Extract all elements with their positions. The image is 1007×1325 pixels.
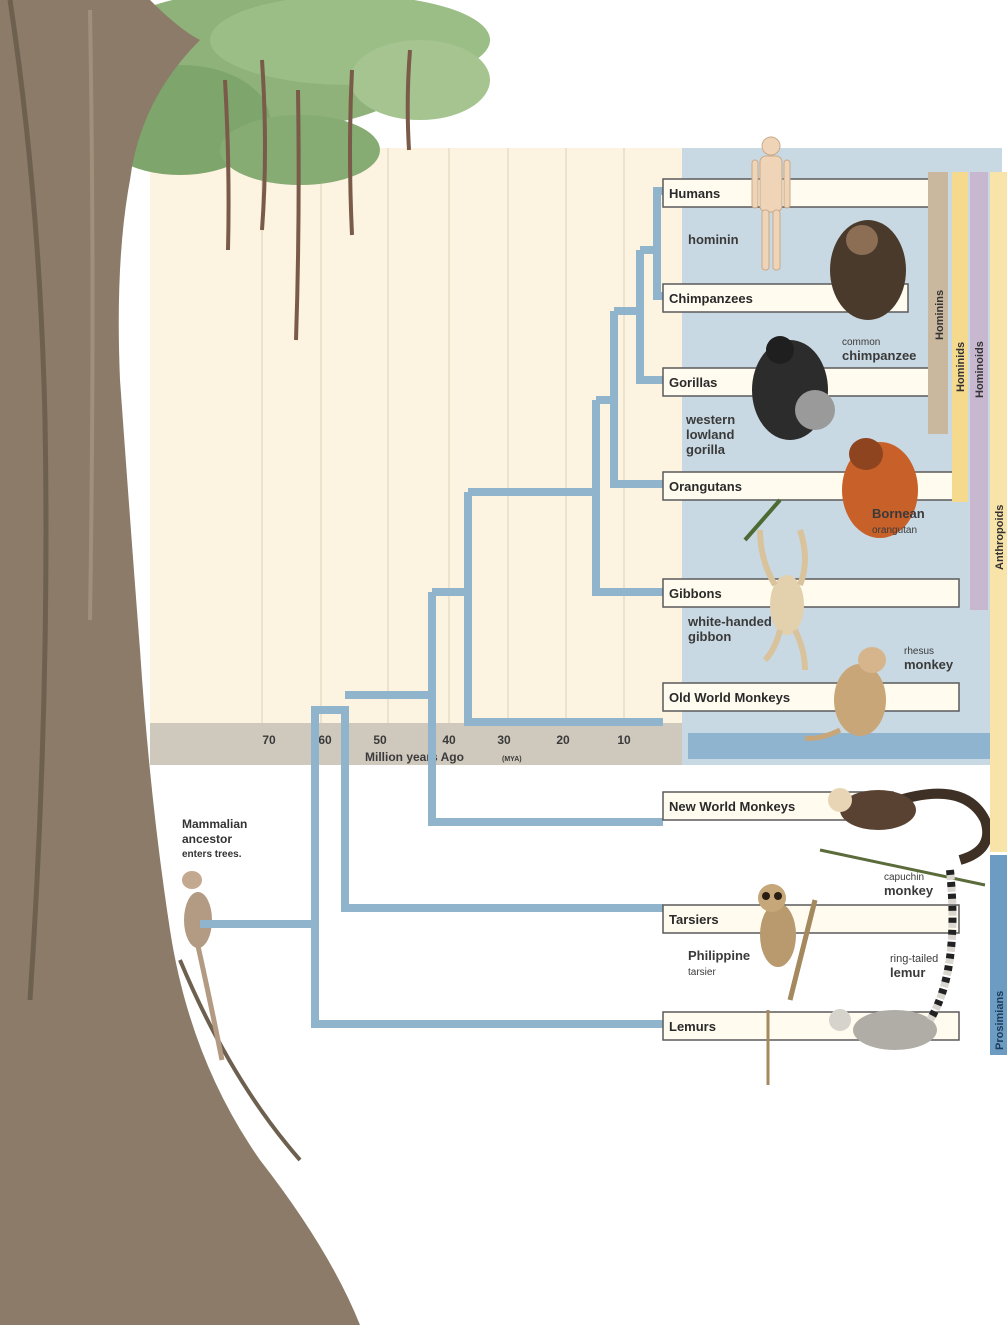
- caption-oldworld-line-2: monkey: [904, 657, 954, 672]
- ancestor-line-2: ancestor: [182, 832, 232, 846]
- axis-bar-blue-strip: [688, 733, 1003, 759]
- axis-tick-60: 60: [318, 733, 332, 747]
- axis-title: Million years Ago: [365, 750, 464, 764]
- taxon-label-gibbons: Gibbons: [669, 586, 722, 601]
- axis-tick-30: 30: [497, 733, 511, 747]
- label-anthropoids: Anthropoids: [994, 505, 1006, 570]
- caption-gorillas-line-2: lowland: [686, 427, 734, 442]
- taxon-oldworld: Old World Monkeys: [663, 683, 959, 711]
- axis-tick-10: 10: [617, 733, 631, 747]
- capuchin-monkey-figure: [820, 788, 987, 885]
- taxon-label-gorillas: Gorillas: [669, 375, 717, 390]
- caption-chimps-line-1: common: [842, 337, 880, 348]
- ancestor-label: Mammalian ancestor enters trees.: [182, 817, 247, 860]
- caption-lemurs-line-2: lemur: [890, 965, 925, 980]
- axis-tick-50: 50: [373, 733, 387, 747]
- axis-tick-70: 70: [262, 733, 276, 747]
- caption-gorillas-line-1: western: [685, 412, 735, 427]
- caption-orangutans-line-1: Bornean: [872, 506, 925, 521]
- caption-lemurs-line-1: ring-tailed: [890, 953, 938, 965]
- label-hominoids: Hominoids: [974, 341, 986, 398]
- caption-tarsiers-line-2: tarsier: [688, 967, 716, 978]
- taxon-humans: Humans: [663, 179, 931, 207]
- ancestor-line-1: Mammalian: [182, 817, 247, 831]
- taxon-label-lemurs: Lemurs: [669, 1019, 716, 1034]
- taxon-label-chimps: Chimpanzees: [669, 291, 753, 306]
- taxon-label-oldworld: Old World Monkeys: [669, 690, 790, 705]
- axis-title-suffix: (MYA): [502, 756, 522, 763]
- label-prosimians: Prosimians: [994, 991, 1006, 1050]
- label-hominins: Hominins: [934, 290, 946, 340]
- taxon-label-newworld: New World Monkeys: [669, 799, 795, 814]
- caption-gorillas-line-3: gorilla: [686, 442, 726, 457]
- taxon-gibbons: Gibbons: [663, 579, 959, 607]
- taxon-label-orangutans: Orangutans: [669, 479, 742, 494]
- bracket-hominids: [952, 172, 968, 502]
- label-hominids: Hominids: [955, 342, 967, 392]
- caption-newworld-line-1: capuchin: [884, 872, 924, 883]
- axis-tick-20: 20: [556, 733, 570, 747]
- caption-orangutans-line-2: orangutan: [872, 525, 917, 536]
- caption-chimps-line-2: chimpanzee: [842, 348, 916, 363]
- tarsier-figure: [758, 884, 815, 1000]
- caption-newworld-line-2: monkey: [884, 883, 934, 898]
- ancestor-line-3: enters trees.: [182, 849, 242, 860]
- caption-oldworld-line-1: rhesus: [904, 646, 934, 657]
- caption-humans-line-1: hominin: [688, 232, 739, 247]
- axis-tick-40: 40: [442, 733, 456, 747]
- taxon-label-tarsiers: Tarsiers: [669, 912, 719, 927]
- caption-gibbons-line-2: gibbon: [688, 629, 731, 644]
- chimpanzee-figure: [830, 220, 906, 320]
- taxon-label-humans: Humans: [669, 186, 720, 201]
- caption-gibbons-line-1: white-handed: [687, 614, 772, 629]
- caption-tarsiers-line-1: Philippine: [688, 948, 750, 963]
